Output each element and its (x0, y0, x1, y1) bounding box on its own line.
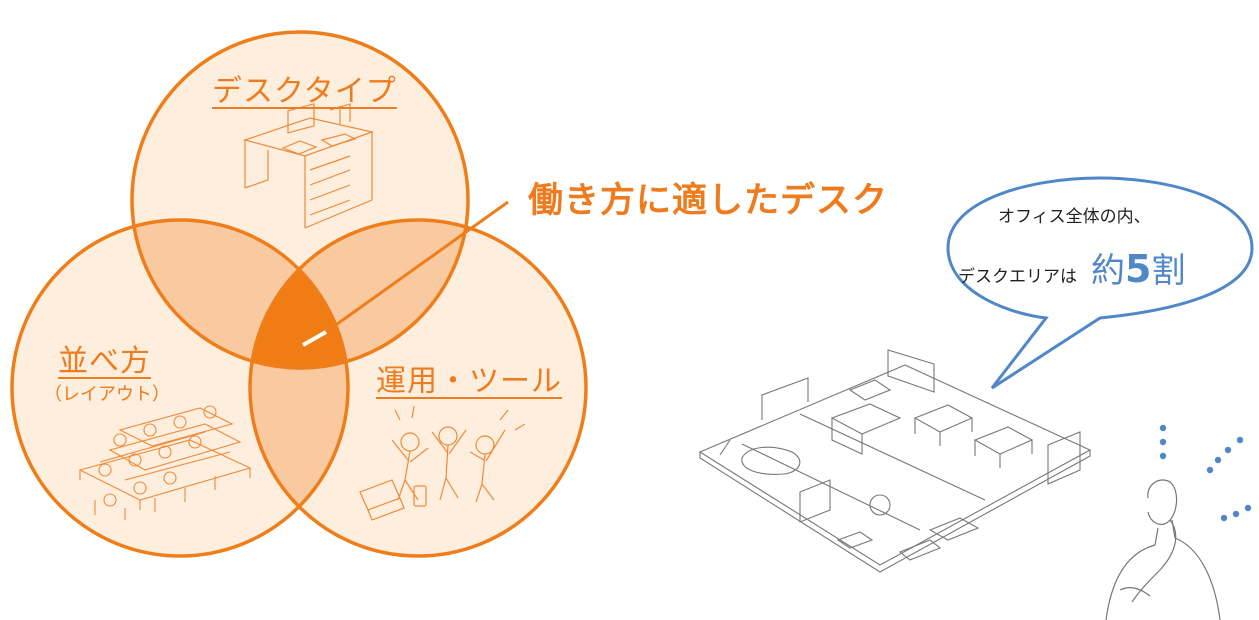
callout-line (325, 200, 509, 334)
bubble-emphasis-prefix: 約 (1091, 251, 1125, 291)
thinking-person-sketch (1105, 479, 1221, 620)
bubble-line-2-prefix: デスクエリアは (958, 267, 1077, 287)
label-layout: 並べ方 (58, 344, 151, 379)
bubble-emphasis-number: 5 (1125, 247, 1152, 291)
label-layout-sub: （レイアウト） (44, 384, 170, 405)
classroom-layout-sketch (78, 405, 252, 520)
desk-sketch (242, 103, 375, 229)
office-floor-plan-sketch (698, 349, 1092, 573)
overlap-top-right (250, 220, 468, 368)
bubble-line-1: オフィス全体の内、 (998, 207, 1151, 227)
thinking-dots (1159, 424, 1252, 522)
overlap-top-left (132, 220, 348, 368)
callout-line-inner (302, 330, 327, 347)
bubble-line-2: デスクエリアは 約 5 割 (958, 243, 1185, 292)
label-operation-tools: 運用・ツール (376, 364, 562, 399)
speech-bubble (946, 176, 1254, 390)
label-desk-type: デスクタイプ (212, 74, 397, 109)
bubble-emphasis-suffix: 割 (1151, 251, 1186, 291)
venn-outlines (10, 30, 588, 558)
people-tools-sketch (359, 405, 526, 521)
center-callout-text: 働き方に適したデスク (528, 181, 889, 221)
